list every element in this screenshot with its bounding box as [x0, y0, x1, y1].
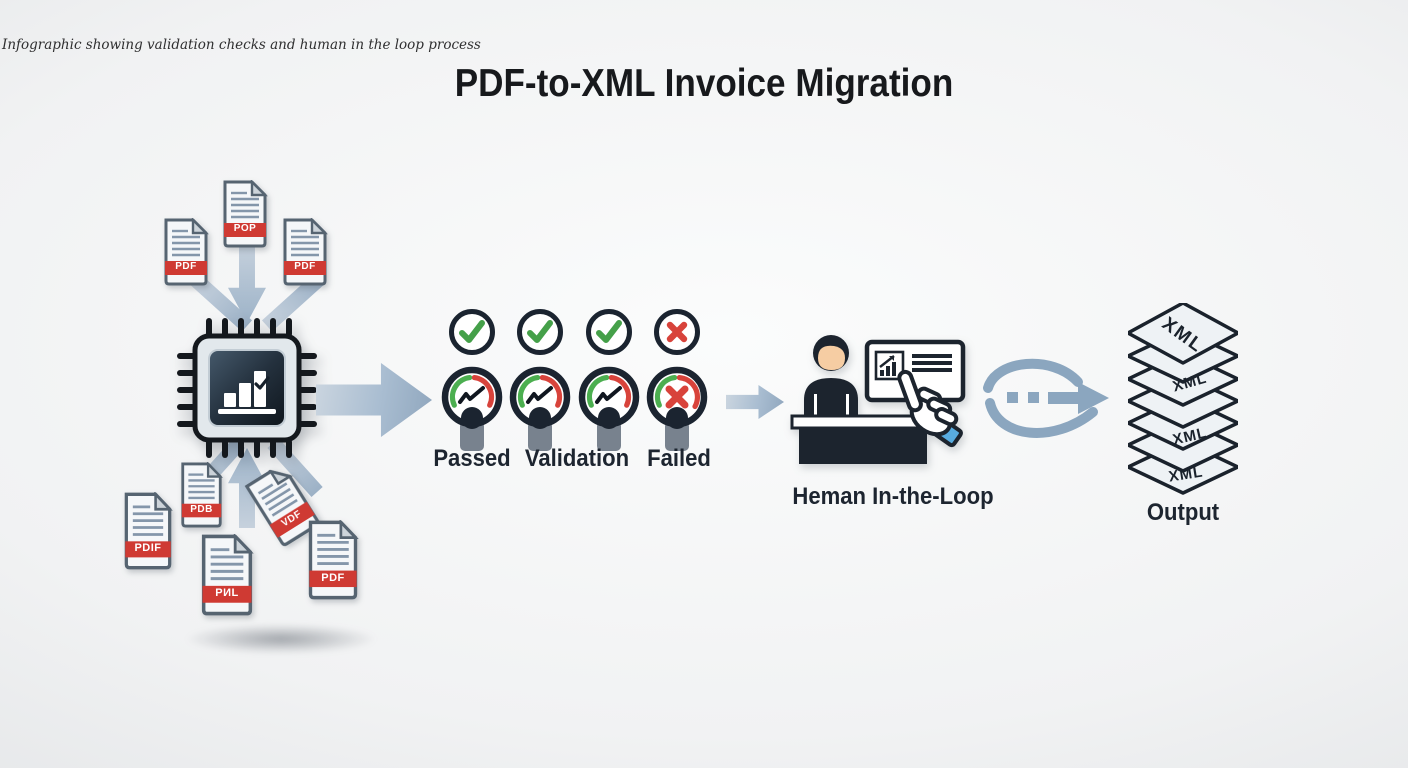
label-failed: Failed	[647, 445, 711, 472]
pdf-document-icon: PИL	[199, 534, 255, 616]
xml-stack-icon: XML XML XML XML	[1126, 301, 1240, 503]
document-type-label: PDF	[175, 261, 197, 273]
check-passed-icon	[449, 309, 495, 355]
cross-failed-icon	[654, 309, 700, 355]
arrow-right-icon	[726, 385, 784, 419]
desk-icon	[790, 414, 940, 464]
gauge-passed-icon	[439, 365, 505, 457]
pdf-document-icon: PDB	[179, 462, 224, 528]
gauge-failed-icon	[644, 365, 710, 457]
document-type-label: PDIF	[134, 542, 162, 555]
document-type-label: PDF	[294, 261, 316, 273]
gauge-passed-icon	[507, 365, 573, 457]
document-type-label: PDF	[321, 571, 345, 584]
pdf-document-icon: PDF	[162, 218, 210, 286]
page-title: PDF-to-XML Invoice Migration	[454, 62, 954, 105]
check-passed-icon	[586, 309, 632, 355]
pdf-document-icon: PDIF	[122, 492, 174, 570]
document-type-label: PИL	[215, 587, 239, 600]
pointing-hand-icon	[897, 369, 963, 448]
caption-text: Infographic showing validation checks an…	[2, 37, 481, 53]
document-type-label: PDB	[190, 504, 213, 515]
label-validation: Validation	[524, 445, 630, 472]
person-icon	[804, 335, 858, 418]
arrow-right-icon	[316, 363, 432, 437]
document-type-label: POP	[233, 223, 257, 235]
pdf-document-icon: PDF	[281, 218, 329, 286]
label-passed: Passed	[433, 445, 511, 472]
pdf-document-icon: PDF	[306, 520, 360, 600]
cluster-shadow	[148, 618, 414, 660]
label-output: Output	[1146, 499, 1220, 526]
pdf-document-icon: POP	[221, 180, 269, 248]
gauge-passed-icon	[576, 365, 642, 457]
label-human-in-the-loop: Heman In-the-Loop	[792, 483, 994, 510]
check-passed-icon	[517, 309, 563, 355]
xml-sheet-label: XML	[1167, 463, 1204, 485]
loop-arrow-icon	[982, 352, 1122, 454]
cpu-chip-icon	[172, 313, 322, 463]
person-at-desk-icon	[790, 322, 990, 470]
